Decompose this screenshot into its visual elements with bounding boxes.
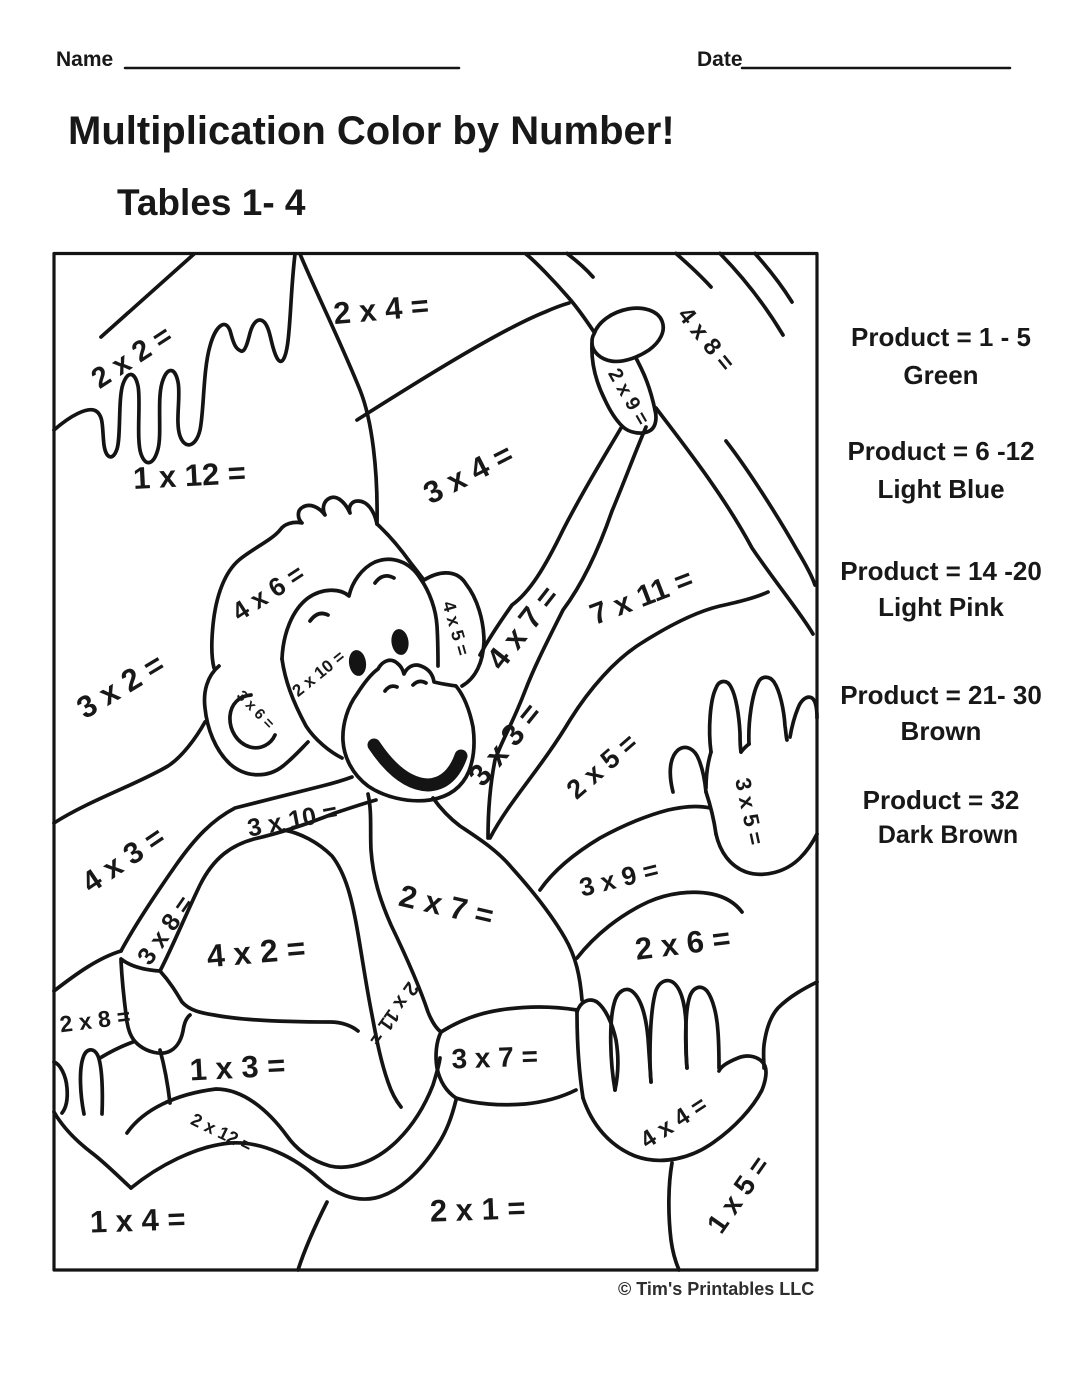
svg-text:Product = 21- 30: Product = 21- 30 (840, 680, 1042, 710)
svg-text:Product = 6 -12: Product = 6 -12 (847, 436, 1034, 466)
svg-text:1 x 5 =: 1 x 5 = (701, 1150, 776, 1239)
svg-text:© Tim's Printables LLC: © Tim's Printables LLC (618, 1279, 814, 1299)
svg-text:4 x 6 =: 4 x 6 = (226, 558, 310, 627)
svg-text:3 x 4 =: 3 x 4 = (418, 436, 519, 511)
svg-text:1 x 12 =: 1 x 12 = (132, 455, 247, 496)
svg-text:2 x 10 =: 2 x 10 = (288, 647, 348, 701)
svg-text:Multiplication Color by Number: Multiplication Color by Number! (68, 109, 675, 153)
svg-text:2 x 6 =: 2 x 6 = (633, 920, 732, 966)
svg-text:Product = 32: Product = 32 (863, 785, 1020, 815)
svg-text:4 x 5 =: 4 x 5 = (438, 599, 473, 658)
svg-text:3 x 5 =: 3 x 5 = (730, 776, 769, 848)
svg-text:Light Pink: Light Pink (878, 592, 1004, 622)
svg-text:Name: Name (56, 48, 113, 71)
svg-text:Tables 1- 4: Tables 1- 4 (117, 182, 306, 223)
svg-text:Product = 1 - 5: Product = 1 - 5 (851, 322, 1031, 352)
svg-text:2 x 1 =: 2 x 1 = (429, 1190, 526, 1228)
svg-text:Dark Brown: Dark Brown (878, 821, 1018, 849)
svg-text:1 x 3 =: 1 x 3 = (189, 1048, 286, 1088)
svg-text:4 x 8 =: 4 x 8 = (672, 302, 740, 377)
svg-text:Light Blue: Light Blue (877, 474, 1004, 504)
svg-text:Date: Date (697, 48, 743, 71)
svg-text:Brown: Brown (901, 716, 982, 746)
svg-text:3 x 10 =: 3 x 10 = (245, 798, 340, 843)
svg-text:2 x 8 =: 2 x 8 = (58, 1003, 132, 1037)
svg-text:3 x 7 =: 3 x 7 = (451, 1041, 538, 1075)
svg-text:1 x 4 =: 1 x 4 = (89, 1201, 186, 1239)
svg-text:2 x 4 =: 2 x 4 = (332, 288, 430, 331)
svg-text:Product = 14 -20: Product = 14 -20 (840, 556, 1042, 586)
svg-text:4 x 3 =: 4 x 3 = (76, 821, 171, 900)
svg-text:3 x 9 =: 3 x 9 = (576, 854, 661, 903)
svg-text:2 x 7 =: 2 x 7 = (396, 878, 497, 934)
svg-text:4 x 2 =: 4 x 2 = (205, 930, 307, 974)
svg-text:3 x 2 =: 3 x 2 = (71, 646, 171, 725)
svg-text:Green: Green (903, 360, 978, 390)
svg-text:2 x 5 =: 2 x 5 = (561, 728, 644, 805)
svg-text:4 x 4 =: 4 x 4 = (636, 1091, 713, 1154)
svg-text:3 x 6 =: 3 x 6 = (233, 687, 278, 732)
svg-text:2 x 2 =: 2 x 2 = (86, 320, 178, 396)
